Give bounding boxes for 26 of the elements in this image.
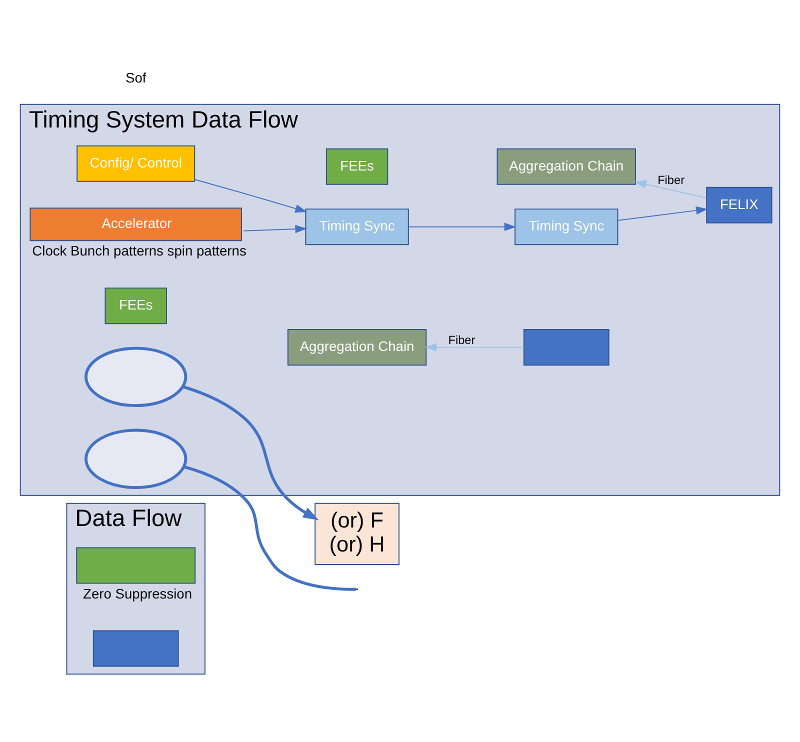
arrow xyxy=(424,342,524,351)
arrow xyxy=(634,180,707,198)
edge-label: Fiber xyxy=(658,172,685,186)
node-box: Timing Sync xyxy=(514,208,618,245)
node-box xyxy=(523,328,610,366)
node-box: Aggregation Chain xyxy=(496,148,636,184)
arrow xyxy=(408,222,516,230)
node-box xyxy=(92,630,179,666)
node-box: (or) F (or) H xyxy=(314,502,400,565)
node-label: Zero Suppression xyxy=(83,584,192,601)
node-ellipse xyxy=(84,346,188,407)
node-box: FEEs xyxy=(104,287,167,324)
node-box: FELIX xyxy=(706,186,772,223)
arrow xyxy=(618,206,708,220)
node-box: FEEs xyxy=(326,148,388,184)
connector xyxy=(184,464,356,590)
arrow xyxy=(182,384,319,520)
label: Sof xyxy=(125,68,146,85)
arrow xyxy=(194,178,308,212)
node-box: Config/ Control xyxy=(76,144,196,182)
node-ellipse xyxy=(84,428,188,488)
node-box: Aggregation Chain xyxy=(287,328,427,366)
node-label: Clock Bunch patterns spin patterns xyxy=(32,242,246,258)
arrow xyxy=(243,224,308,233)
node-box: Timing Sync xyxy=(305,208,409,245)
edge-label: Fiber xyxy=(448,332,476,346)
